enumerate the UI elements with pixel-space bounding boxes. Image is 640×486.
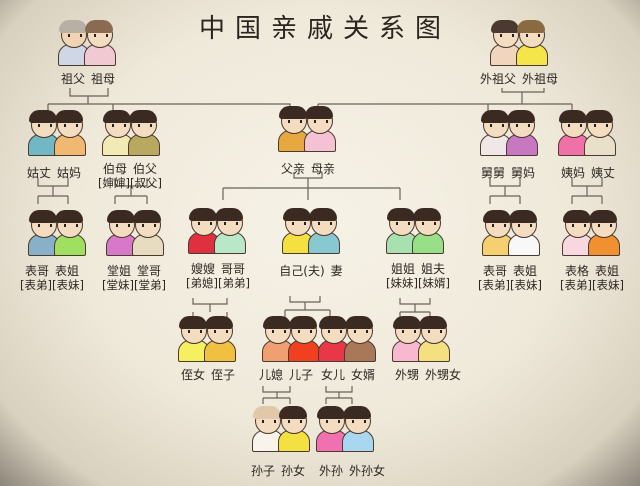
figure-paternal-uncle-couple (96, 108, 166, 156)
figure-sisters-son (392, 316, 424, 362)
figure-grandson (252, 406, 284, 452)
figure-self (282, 208, 314, 254)
label-parents: 父亲母亲 (280, 162, 336, 176)
label-grandparents-maternal: 外祖父外祖母 (479, 72, 559, 86)
figure-parents (272, 104, 342, 152)
figure-uncle-in-law (28, 110, 60, 156)
figure-grandchildren-daughter (310, 404, 380, 452)
figure-elder-brother (214, 208, 246, 254)
figure-son-couple (256, 314, 326, 362)
figure-cousin-male (562, 210, 594, 256)
figure-son (288, 316, 320, 362)
figure-cousins-maternal-uncle (476, 208, 546, 256)
figure-daughter-couple (312, 314, 382, 362)
figure-daughters-daughter (342, 406, 374, 452)
figure-maternal-aunt-couple (552, 108, 622, 156)
figure-daughters-son (316, 406, 348, 452)
figure-cousin-female (54, 210, 86, 256)
figure-elder-sister-couple (380, 206, 450, 254)
figure-elder-brother-couple (182, 206, 252, 254)
figure-cousin-female (106, 210, 138, 256)
label-elder-brother-couple: 嫂嫂哥哥 [弟媳][弟弟] (186, 262, 250, 290)
label-grandchildren-son: 孙子孙女 (250, 464, 306, 478)
figure-wife (308, 208, 340, 254)
figure-maternal-aunt (558, 110, 590, 156)
figure-aunt-by-marriage (102, 110, 134, 156)
figure-maternal-grandmother (516, 20, 548, 66)
figure-cousins-paternal-aunt (22, 208, 92, 256)
label-nephew-niece-sister: 外甥外甥女 (394, 368, 462, 382)
figure-maternal-uncle (480, 110, 512, 156)
label-grandchildren-daughter: 外孙外孙女 (318, 464, 386, 478)
figure-cousin-male (482, 210, 514, 256)
figure-paternal-aunt-couple (22, 108, 92, 156)
figure-grandmother (84, 20, 116, 66)
diagram-title: 中国亲戚关系图 (198, 14, 451, 44)
figure-daughter (318, 316, 350, 362)
figure-sisters-daughter (418, 316, 450, 362)
label-paternal-aunt-couple: 姑丈姑妈 (26, 166, 82, 180)
figure-paternal-aunt (54, 110, 86, 156)
figure-paternal-uncle (128, 110, 160, 156)
figure-grandfather (58, 20, 90, 66)
label-nephew-niece-brother: 侄女侄子 (180, 368, 236, 382)
label-elder-sister-couple: 姐姐姐夫 [妹妹][妹婿] (386, 262, 450, 290)
figure-nephew (204, 316, 236, 362)
figure-cousin-male (132, 210, 164, 256)
figure-mother (304, 106, 336, 152)
figure-niece (178, 316, 210, 362)
label-daughter-couple: 女儿女婿 (320, 368, 376, 382)
label-maternal-uncle-couple: 舅舅舅妈 (480, 166, 536, 180)
figure-cousin-female (588, 210, 620, 256)
figure-grandchildren-son (246, 404, 316, 452)
figure-sister-in-law (188, 208, 220, 254)
label-cousins-maternal-uncle: 表哥表姐 [表弟][表妹] (478, 264, 542, 292)
label-grandparents-paternal: 祖父祖母 (60, 72, 116, 86)
figure-maternal-uncle-couple (474, 108, 544, 156)
figure-cousin-female (508, 210, 540, 256)
figure-grandparents-paternal (52, 18, 122, 66)
label-maternal-aunt-couple: 姨妈姨丈 (560, 166, 616, 180)
figure-elder-sister-husband (412, 208, 444, 254)
figure-maternal-aunt-husband (584, 110, 616, 156)
label-paternal-uncle-couple: 伯母伯父 [婶婶][叔父] (98, 162, 162, 190)
figure-maternal-grandfather (490, 20, 522, 66)
figure-granddaughter (278, 406, 310, 452)
figure-daughter-in-law (262, 316, 294, 362)
figure-son-in-law (344, 316, 376, 362)
figure-nephew-niece-sister (386, 314, 456, 362)
label-self-couple: 自己(夫)妻 (279, 264, 343, 278)
figure-grandparents-maternal (484, 18, 554, 66)
figure-cousins-maternal-aunt (556, 208, 626, 256)
label-cousins-maternal-aunt: 表格表姐 [表弟][表妹] (560, 264, 624, 292)
figure-maternal-uncle-wife (506, 110, 538, 156)
figure-self-couple (276, 206, 346, 254)
label-cousins-paternal-uncle: 堂姐堂哥 [堂妹][堂弟] (102, 264, 166, 292)
figure-cousin-male (28, 210, 60, 256)
figure-cousins-paternal-uncle (100, 208, 170, 256)
label-cousins-paternal-aunt: 表哥表姐 [表弟][表妹] (20, 264, 84, 292)
label-son-couple: 儿媳儿子 (258, 368, 314, 382)
figure-nephew-niece-brother (172, 314, 242, 362)
